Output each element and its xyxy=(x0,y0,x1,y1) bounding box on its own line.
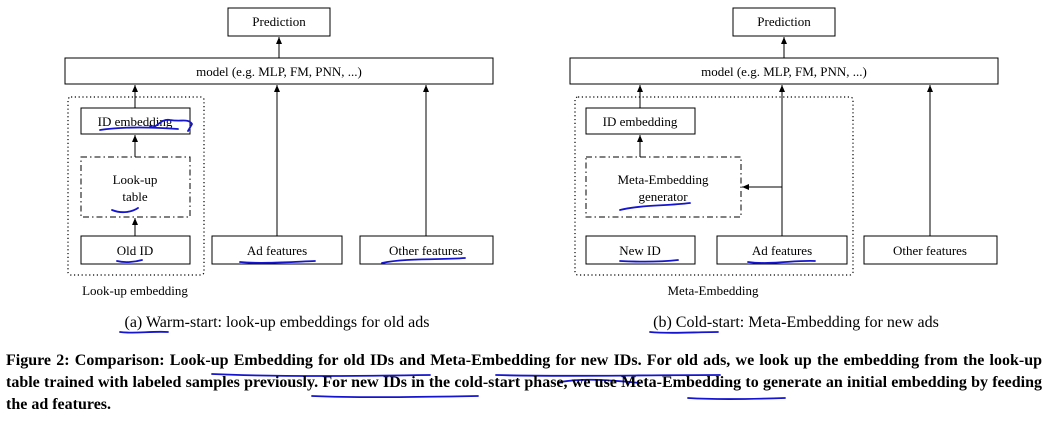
annotation-new-id xyxy=(619,259,679,263)
annotation-caption-lookup xyxy=(211,373,431,377)
handwritten-annotations xyxy=(99,118,816,401)
annotation-warm-start xyxy=(119,330,169,334)
right-id-embedding-box xyxy=(585,107,696,135)
old-id-label: Old ID xyxy=(117,243,153,258)
annotation-right-ad-features xyxy=(747,259,816,264)
meta-embedding-group xyxy=(574,96,854,276)
new-id-label: New ID xyxy=(619,243,661,258)
annotation-id-embedding xyxy=(99,118,193,132)
subcaption-warm-start: (a) Warm-start: look-up embeddings for o… xyxy=(124,314,429,331)
lookup-table-label-line1: Look-up xyxy=(113,172,158,187)
left-model-box xyxy=(64,57,494,85)
right-ad-features-box xyxy=(716,235,848,265)
annotation-old-id xyxy=(116,259,143,263)
generator-label-line1: Meta-Embedding xyxy=(618,172,709,187)
left-prediction-label: Prediction xyxy=(252,14,306,29)
left-id-embedding-label: ID embedding xyxy=(98,114,173,129)
right-prediction-box xyxy=(732,7,836,37)
right-id-embedding-label: ID embedding xyxy=(603,114,678,129)
old-id-box xyxy=(80,235,191,265)
lookup-table-label-line2: table xyxy=(122,189,147,204)
subcaption-cold-start: (b) Cold-start: Meta-Embedding for new a… xyxy=(653,314,939,331)
meta-embedding-generator-box xyxy=(585,156,742,218)
annotation-left-ad-features xyxy=(239,260,316,264)
annotation-lookup-table xyxy=(111,207,139,214)
right-model-label: model (e.g. MLP, FM, PNN, ...) xyxy=(701,64,867,79)
annotation-caption-cold-start xyxy=(687,397,786,401)
right-ad-features-label: Ad features xyxy=(752,243,812,258)
annotation-left-other-features xyxy=(381,257,466,264)
left-other-features-label: Other features xyxy=(389,243,463,258)
left-ad-features-box xyxy=(211,235,343,265)
lookup-embedding-group-label: Look-up embedding xyxy=(82,283,188,298)
warm-start-diagram: Prediction model (e.g. MLP, FM, PNN, ...… xyxy=(64,7,494,331)
right-other-features-box xyxy=(863,235,998,265)
left-lookup-embedding-group xyxy=(67,96,205,276)
annotation-caption-meta xyxy=(495,374,721,377)
right-prediction-label: Prediction xyxy=(757,14,811,29)
left-model-label: model (e.g. MLP, FM, PNN, ...) xyxy=(196,64,362,79)
generator-label-line2: generator xyxy=(638,189,688,204)
left-prediction-box xyxy=(227,7,331,37)
right-model-box xyxy=(569,57,999,85)
right-other-features-label: Other features xyxy=(893,243,967,258)
cold-start-diagram: Prediction model (e.g. MLP, FM, PNN, ...… xyxy=(569,7,999,331)
annotation-caption-labeled xyxy=(311,395,479,399)
lookup-table-box xyxy=(80,156,191,218)
left-ad-features-label: Ad features xyxy=(247,243,307,258)
figure-caption: Figure 2: Comparison: Look-up Embedding … xyxy=(6,352,1042,413)
annotation-caption-new-ids xyxy=(559,378,641,384)
annotation-generator xyxy=(619,202,691,211)
meta-embedding-group-label: Meta-Embedding xyxy=(668,283,759,298)
annotation-cold-start xyxy=(649,331,719,334)
